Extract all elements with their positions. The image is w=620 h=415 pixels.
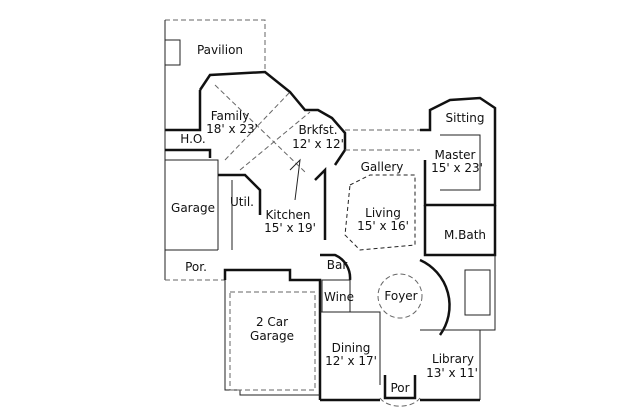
room-label-ho: H.O.: [180, 132, 205, 146]
room-size-family: 18' x 23': [206, 122, 258, 136]
room-label-bar: Bar: [327, 258, 348, 272]
room-labels: Pavilion Family 18' x 23' Brkfst. 12' x …: [171, 43, 486, 395]
room-size-master: 15' x 23': [431, 161, 483, 175]
room-label-foyer: Foyer: [384, 289, 417, 303]
room-size-brkfst: 12' x 12': [292, 137, 344, 151]
room-label-2car-line2: Garage: [250, 329, 294, 343]
room-label-family: Family: [211, 109, 250, 123]
room-label-2car-line1: 2 Car: [256, 315, 288, 329]
room-label-library: Library: [432, 352, 474, 366]
room-label-garage: Garage: [171, 201, 215, 215]
room-label-living: Living: [365, 206, 401, 220]
room-label-kitchen: Kitchen: [265, 208, 310, 222]
walls: [164, 19, 497, 407]
room-label-wine: Wine: [324, 290, 354, 304]
room-label-mbath: M.Bath: [444, 228, 486, 242]
room-label-master: Master: [435, 148, 476, 162]
room-label-util: Util.: [230, 195, 254, 209]
room-label-dining: Dining: [332, 341, 371, 355]
room-size-living: 15' x 16': [357, 219, 409, 233]
room-size-dining: 12' x 17': [325, 354, 377, 368]
room-size-library: 13' x 11': [426, 366, 478, 380]
room-label-por-left: Por.: [185, 260, 207, 274]
room-size-kitchen: 15' x 19': [264, 221, 316, 235]
room-label-gallery: Gallery: [361, 160, 404, 174]
room-label-por-front: Por: [390, 381, 409, 395]
room-label-sitting: Sitting: [446, 111, 485, 125]
room-label-pavilion: Pavilion: [197, 43, 243, 57]
room-label-brkfst: Brkfst.: [298, 123, 337, 137]
